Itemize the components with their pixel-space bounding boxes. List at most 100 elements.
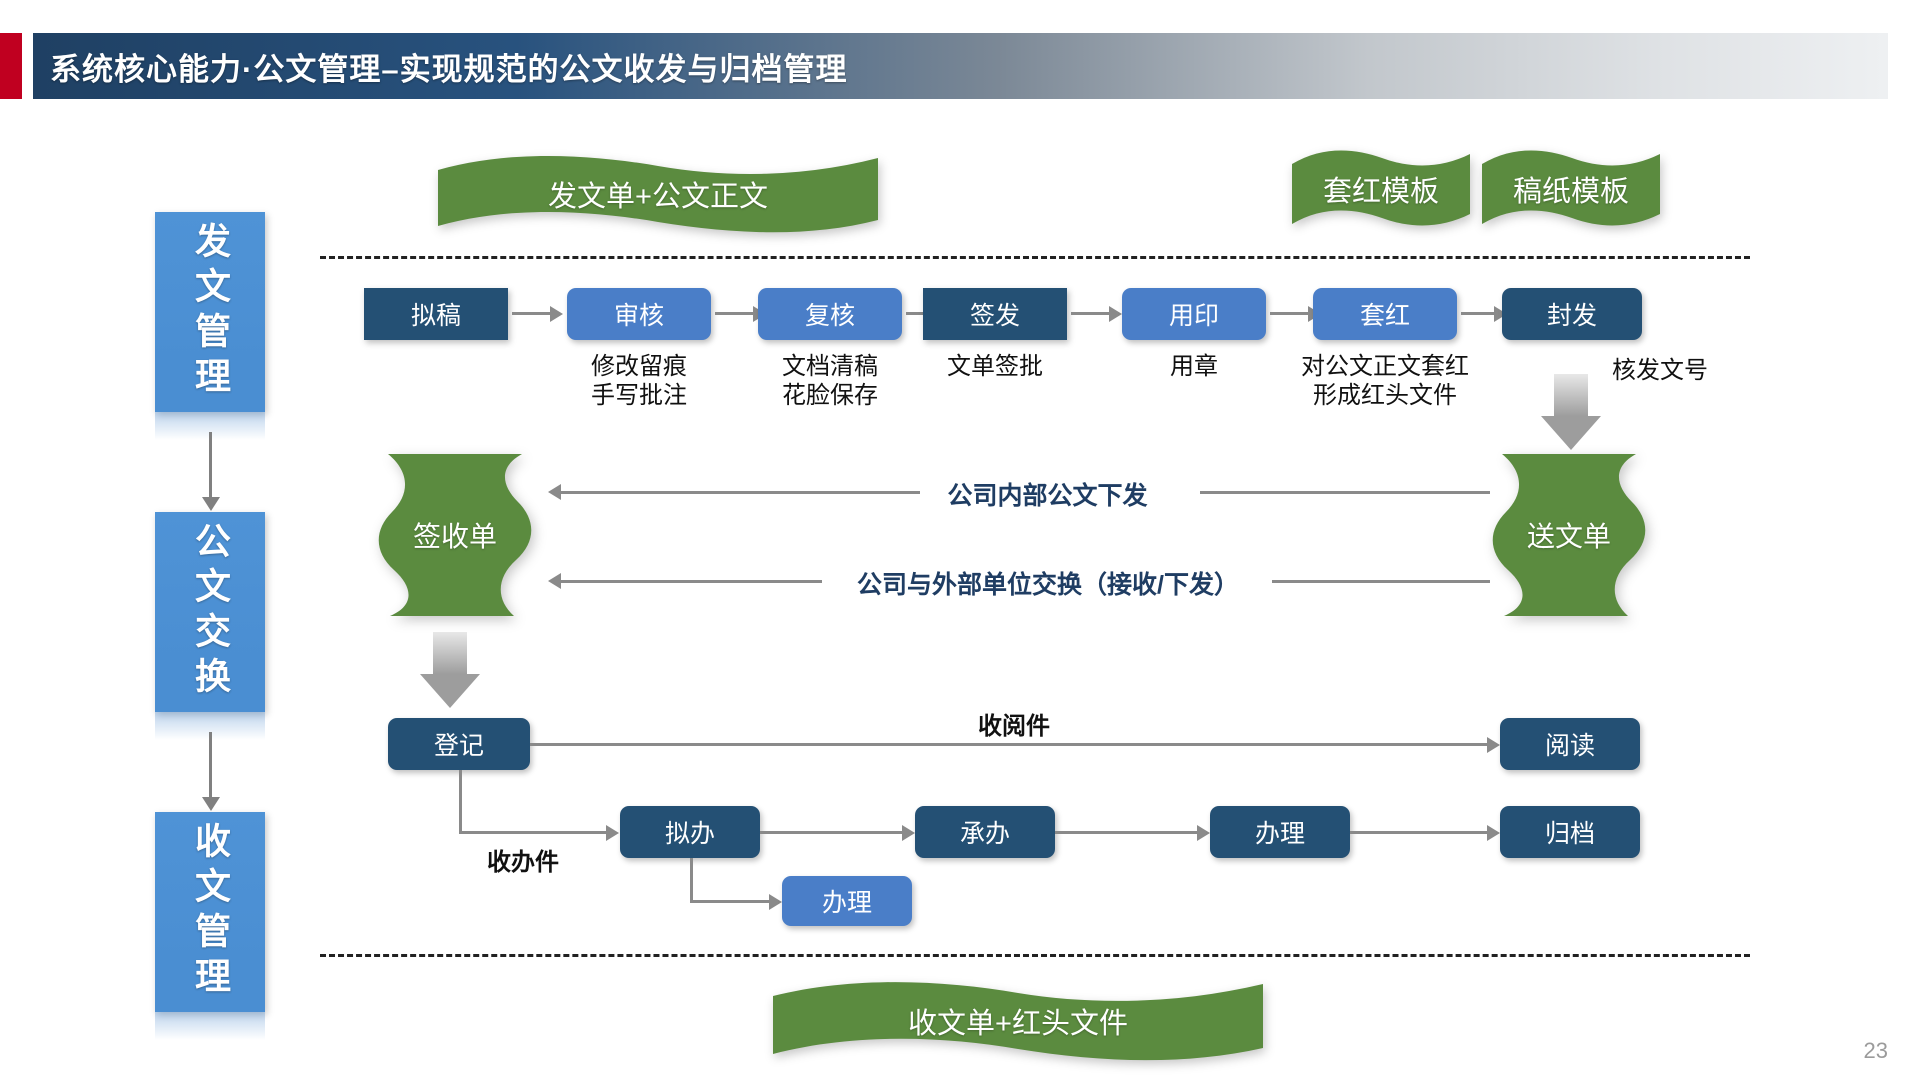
caption-line-2: 花脸保存 <box>782 382 878 410</box>
caption-redhead: 对公文正文套红 形成红头文件 <box>1245 352 1525 411</box>
sidebar-connector-2 <box>209 732 212 798</box>
label-handle-item: 收办件 <box>487 849 559 876</box>
page-title: 系统核心能力·公文管理–实现规范的公文收发与归档管理 <box>50 51 848 87</box>
banner-label: 稿纸模板 <box>1512 176 1629 208</box>
flow-step-label: 登记 <box>433 732 484 760</box>
flow-step-plan[interactable]: 拟办 <box>620 806 760 858</box>
connector-seal-redhead <box>1270 312 1310 315</box>
flow-step-recheck[interactable]: 复核 <box>758 288 902 340</box>
flow-step-branch-handle[interactable]: 办理 <box>782 876 912 926</box>
connector-review-recheck <box>715 312 755 315</box>
connector-external-right <box>1272 580 1490 583</box>
arrow-head <box>1541 416 1601 450</box>
arrow-shaft <box>433 632 467 676</box>
caption-line-1: 文档清稿 <box>782 353 878 380</box>
connector-undertake-handle <box>1055 831 1200 834</box>
arrow-undertake-handle <box>1197 825 1210 841</box>
connector-register-down <box>459 770 462 834</box>
slide-title-bar: 系统核心能力·公文管理–实现规范的公文收发与归档管理 <box>33 33 1888 99</box>
caption-dispatch: 核发文号 <box>1612 356 1832 385</box>
divider-top <box>320 256 1750 259</box>
flow-step-label: 封发 <box>1546 302 1597 330</box>
connector-plan-down <box>690 858 693 902</box>
page-number: 23 <box>1863 1038 1888 1063</box>
connector-register-plan <box>459 831 609 834</box>
scroll-delivery-note: 送文单 <box>1488 450 1650 620</box>
arrow-draft-review <box>550 306 563 322</box>
flow-step-label: 拟稿 <box>410 302 461 330</box>
flow-step-register[interactable]: 登记 <box>388 718 530 770</box>
banner-label: 套红模板 <box>1322 176 1439 208</box>
arrow-plan-undertake <box>902 825 915 841</box>
banner-paper-template: 稿纸模板 <box>1482 148 1660 230</box>
connector-plan-undertake <box>760 831 905 834</box>
arrow-sign-seal <box>1109 306 1122 322</box>
label-read-item: 收阅件 <box>978 713 1050 740</box>
arrow-shaft <box>1554 374 1588 418</box>
sidebar-item-label: 发文管理 <box>190 222 231 402</box>
sidebar-item-receive[interactable]: 收文管理 <box>155 812 265 1040</box>
arrow-register-plan <box>606 825 619 841</box>
caption-line-2: 形成红头文件 <box>1313 382 1457 410</box>
flow-step-archive[interactable]: 归档 <box>1500 806 1640 858</box>
arrow-register-read <box>1487 737 1500 753</box>
sidebar-item-dispatch[interactable]: 发文管理 <box>155 212 265 440</box>
flow-step-review[interactable]: 审核 <box>567 288 711 340</box>
flow-step-label: 拟办 <box>664 820 715 848</box>
flow-step-label: 用印 <box>1168 302 1219 330</box>
arrow-plan-branch <box>769 894 782 910</box>
flow-step-signoff[interactable]: 签发 <box>923 288 1067 340</box>
flow-step-label: 签发 <box>969 302 1020 330</box>
flow-step-undertake[interactable]: 承办 <box>915 806 1055 858</box>
caption-line-1: 修改留痕 <box>591 353 687 380</box>
banner-label: 发文单+公文正文 <box>548 181 768 213</box>
caption-seal: 用章 <box>1074 352 1314 381</box>
arrow-left-external <box>548 573 561 589</box>
flow-step-label: 阅读 <box>1544 732 1595 760</box>
scroll-label: 送文单 <box>1526 521 1611 552</box>
banner-receive-doc: 收文单+红头文件 <box>773 978 1263 1064</box>
flow-step-handle[interactable]: 办理 <box>1210 806 1350 858</box>
flow-step-draft[interactable]: 拟稿 <box>364 288 508 340</box>
flow-step-redhead[interactable]: 套红 <box>1313 288 1457 340</box>
flow-step-dispatch[interactable]: 封发 <box>1502 288 1642 340</box>
connector-sign-seal <box>1071 312 1111 315</box>
connector-plan-branch <box>690 900 772 903</box>
sidebar-item-label: 公文交换 <box>190 522 231 702</box>
connector-handle-archive <box>1350 831 1490 834</box>
block-arrow-down-receipt <box>420 632 480 708</box>
flow-step-seal[interactable]: 用印 <box>1122 288 1266 340</box>
connector-redhead-dispatch <box>1461 312 1501 315</box>
caption-recheck: 文档清稿 花脸保存 <box>710 352 950 411</box>
connector-internal-right <box>1200 491 1490 494</box>
flow-step-label: 审核 <box>613 302 664 330</box>
connector-external-left <box>560 580 822 583</box>
flow-step-label: 承办 <box>959 820 1010 848</box>
caption-signoff: 文单签批 <box>875 352 1115 381</box>
sidebar-item-label: 收文管理 <box>190 822 231 1002</box>
connector-draft-review <box>512 312 552 315</box>
scroll-receipt-note: 签收单 <box>374 450 536 620</box>
divider-bottom <box>320 954 1750 957</box>
banner-dispatch-doc: 发文单+公文正文 <box>438 152 878 236</box>
flow-step-label: 归档 <box>1544 820 1595 848</box>
flow-step-label: 复核 <box>804 302 855 330</box>
banner-red-template: 套红模板 <box>1292 148 1470 230</box>
arrow-left-internal <box>548 484 561 500</box>
scroll-label: 签收单 <box>412 521 497 552</box>
caption-line-1: 用章 <box>1170 353 1218 380</box>
arrow-handle-archive <box>1487 825 1500 841</box>
arrow-head <box>420 674 480 708</box>
label-internal-dispatch: 公司内部公文下发 <box>947 482 1148 510</box>
caption-line-1: 文单签批 <box>947 353 1043 380</box>
caption-line-1: 对公文正文套红 <box>1301 353 1469 380</box>
label-external-exchange: 公司与外部单位交换（接收/下发） <box>857 571 1239 599</box>
flow-step-label: 办理 <box>821 889 872 917</box>
flow-step-read[interactable]: 阅读 <box>1500 718 1640 770</box>
sidebar-connector-1 <box>209 432 212 498</box>
caption-line-2: 手写批注 <box>591 382 687 410</box>
banner-label: 收文单+红头文件 <box>908 1008 1128 1040</box>
sidebar-item-exchange[interactable]: 公文交换 <box>155 512 265 740</box>
caption-review: 修改留痕 手写批注 <box>519 352 759 411</box>
